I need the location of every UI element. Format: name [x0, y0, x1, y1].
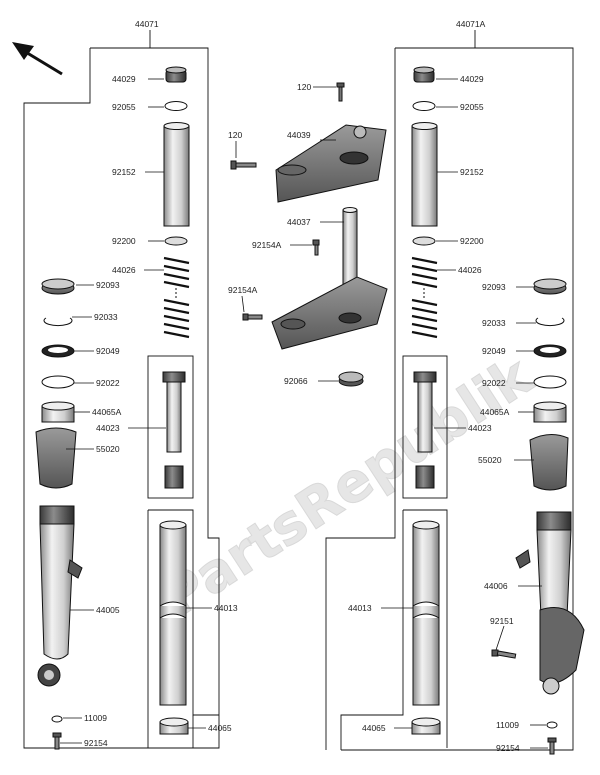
label-right-cylinder: 44023: [468, 423, 492, 433]
label-left-bottom-bolt: 92154: [84, 738, 108, 748]
right-inner-tube: [412, 520, 440, 706]
label-stem-lower-bolt: 92154A: [228, 285, 258, 295]
left-washer-b: [41, 375, 75, 389]
label-left-washer: 92200: [112, 236, 136, 246]
label-top-bolt: 120: [297, 82, 311, 92]
label-right-bottom-bolt: 92154: [496, 743, 520, 753]
label-left-outer-tube: 44005: [96, 605, 120, 615]
label-left-cap: 44029: [112, 74, 136, 84]
label-right-snap-ring: 92033: [482, 318, 506, 328]
right-collar: [411, 717, 441, 735]
label-stem-seal: 92066: [284, 376, 308, 386]
assembly-label-right: 44071A: [456, 19, 486, 29]
upper-bracket: [275, 124, 387, 203]
right-bushing: [533, 401, 567, 423]
label-left-collar: 44065: [208, 723, 232, 733]
left-dust-seal: [41, 344, 75, 358]
right-washer: [412, 236, 436, 246]
left-spring: [163, 256, 190, 339]
right-bottom-bolt: [547, 737, 557, 755]
label-right-collar: 44065: [362, 723, 386, 733]
leader-lines: [60, 78, 548, 749]
stem-seal: [338, 371, 364, 387]
right-spacer-pipe: [411, 122, 438, 227]
right-gasket: [546, 721, 558, 729]
label-left-cylinder: 44023: [96, 423, 120, 433]
label-right-gasket: 11009: [496, 720, 519, 730]
label-left-spring: 44026: [112, 265, 136, 275]
stem-lower-bolt: [242, 313, 263, 321]
label-right-washer: 92200: [460, 236, 484, 246]
label-left-washer-b: 92022: [96, 378, 120, 388]
label-right-outer-tube: 44006: [484, 581, 508, 591]
left-bushing: [41, 401, 75, 423]
label-left-dust-seal: 92049: [96, 346, 120, 356]
left-cylinder: [162, 371, 186, 489]
label-right-spring: 44026: [458, 265, 482, 275]
front-arrow-icon: [12, 42, 63, 76]
left-oring: [164, 101, 188, 111]
label-stem-upper-bolt: 92154A: [252, 240, 282, 250]
left-collar: [159, 717, 189, 735]
left-assembly-frame: [23, 30, 220, 749]
right-guard: [529, 434, 569, 491]
left-outer-tube: [37, 505, 83, 687]
right-assembly-frame: [325, 30, 574, 751]
left-bolt: [230, 160, 257, 170]
left-gasket: [51, 715, 63, 723]
right-washer-b: [533, 375, 567, 389]
label-left-spacer-pipe: 92152: [112, 167, 136, 177]
left-seal-ring: [41, 278, 75, 295]
label-left-gasket: 11009: [84, 713, 107, 723]
label-left-bolt: 120: [228, 130, 242, 140]
label-upper-bracket: 44039: [287, 130, 311, 140]
right-axle-bolt: [491, 649, 517, 659]
label-right-axle-bolt: 92151: [490, 616, 514, 626]
label-right-bushing: 44065A: [480, 407, 510, 417]
label-stem-bracket: 44037: [287, 217, 311, 227]
left-guard: [35, 427, 77, 489]
label-right-seal-ring: 92093: [482, 282, 506, 292]
left-snap-ring: [43, 317, 73, 327]
right-oring: [412, 101, 436, 111]
part-labels: 44071 44071A 44029 92055 92152 92200 440…: [84, 19, 520, 753]
label-left-inner-tube: 44013: [214, 603, 238, 613]
left-spacer-pipe: [163, 122, 190, 227]
left-washer: [164, 236, 188, 246]
label-left-oring: 92055: [112, 102, 136, 112]
right-outer-tube: [515, 511, 585, 695]
label-left-guard: 55020: [96, 444, 120, 454]
label-right-inner-tube: 44013: [348, 603, 372, 613]
label-right-washer-b: 92022: [482, 378, 506, 388]
label-left-seal-ring: 92093: [96, 280, 120, 290]
right-spring: [411, 256, 438, 339]
label-left-bushing: 44065A: [92, 407, 122, 417]
label-right-guard: 55020: [478, 455, 502, 465]
label-right-cap: 44029: [460, 74, 484, 84]
label-right-oring: 92055: [460, 102, 484, 112]
left-bottom-bolt: [52, 732, 62, 750]
lower-bracket: [271, 276, 388, 350]
right-cylinder: [413, 371, 437, 489]
label-left-snap-ring: 92033: [94, 312, 118, 322]
left-cap: [165, 66, 187, 83]
right-snap-ring: [535, 317, 565, 327]
right-dust-seal: [533, 344, 567, 358]
top-bolt: [336, 82, 345, 102]
assembly-label-left: 44071: [135, 19, 159, 29]
right-seal-ring: [533, 278, 567, 295]
right-cap: [413, 66, 435, 83]
label-right-dust-seal: 92049: [482, 346, 506, 356]
label-right-spacer-pipe: 92152: [460, 167, 484, 177]
left-inner-tube: [159, 520, 187, 706]
